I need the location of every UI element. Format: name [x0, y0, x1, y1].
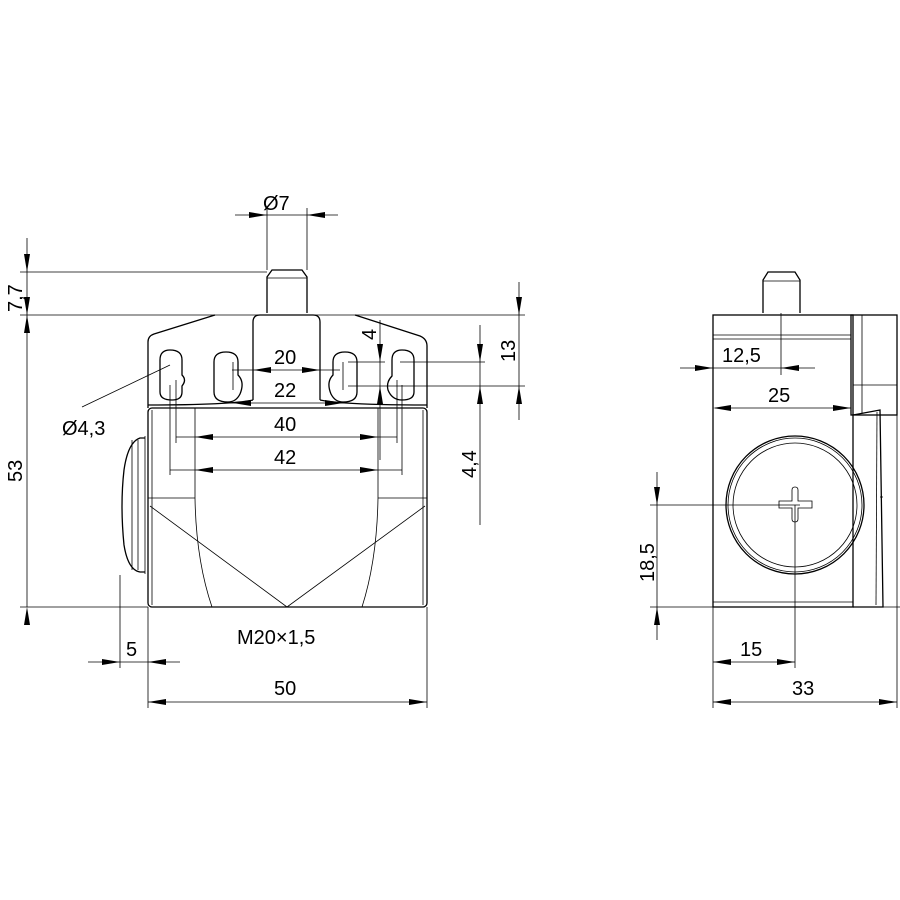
dimension-arrowhead [409, 699, 427, 705]
dimension-arrowhead [654, 607, 660, 625]
housing-body [147, 407, 428, 608]
side-plunger [762, 271, 801, 313]
dimension-arrowhead [195, 434, 213, 440]
dimension-arrowhead [24, 607, 30, 625]
dimension-arrowhead [307, 212, 325, 218]
front-dimension-labels: Ø7 7,7 53 20 22 40 42 4 4,4 13 Ø4,3 5 M2… [5, 193, 520, 700]
dim-slot-40: 40 [274, 414, 296, 436]
dimension-arrowhead [713, 699, 731, 705]
dimension-arrowhead [148, 699, 166, 705]
dimension-arrowhead [24, 297, 30, 315]
dim-slot-22: 22 [274, 380, 296, 402]
dim-plunger-diameter: Ø7 [263, 193, 290, 215]
dimension-arrowhead [360, 434, 378, 440]
plunger [266, 269, 308, 316]
thread-label: M20×1,5 [237, 627, 315, 649]
dimension-arrowhead [102, 659, 120, 665]
dimension-arrowhead [377, 386, 383, 404]
dimension-arrowhead [654, 487, 660, 505]
dimension-arrowhead [713, 405, 731, 411]
dimension-arrowhead [777, 659, 795, 665]
dimension-arrowhead [148, 659, 166, 665]
dimension-arrowhead [233, 400, 251, 406]
dimension-arrowhead [516, 297, 522, 315]
side-dimension-lines [650, 313, 900, 708]
dim-height-13: 13 [498, 340, 520, 362]
dimension-arrowhead [195, 467, 213, 473]
dimension-arrowhead [781, 365, 799, 371]
front-view: Ø7 7,7 53 20 22 40 42 4 4,4 13 Ø4,3 5 M2… [5, 193, 525, 708]
dimension-arrowhead [477, 344, 483, 362]
dimension-arrowhead [302, 367, 320, 373]
dim-body-height: 53 [5, 460, 27, 482]
dimension-arrowhead [695, 365, 713, 371]
dimension-arrows [24, 212, 897, 705]
dim-offset-4-4: 4,4 [459, 450, 481, 478]
dimension-arrowhead [249, 212, 267, 218]
dim-hole-diameter: Ø4,3 [62, 418, 105, 440]
dim-slot-42: 42 [274, 447, 296, 469]
dim-slot-20: 20 [274, 347, 296, 369]
dimension-arrowhead [713, 659, 731, 665]
dimension-arrowhead [360, 467, 378, 473]
dim-plunger-height: 7,7 [5, 284, 27, 312]
dimension-arrowhead [516, 386, 522, 404]
side-dimension-labels: 12,5 25 18,5 15 33 [637, 345, 814, 700]
dimension-arrowhead [833, 405, 851, 411]
dim-button-5: 5 [126, 639, 137, 661]
dimension-arrowhead [879, 699, 897, 705]
dim-screw-height: 18,5 [637, 543, 659, 582]
dimension-arrowhead [325, 400, 343, 406]
dimension-arrowhead [24, 254, 30, 272]
dim-body-depth: 33 [792, 678, 814, 700]
side-button [121, 436, 146, 574]
side-view: 12,5 25 18,5 15 33 [637, 271, 900, 708]
dimension-arrowhead [377, 344, 383, 362]
dim-cover-width: 25 [768, 385, 790, 407]
dimension-arrowhead [253, 367, 271, 373]
dim-body-width: 50 [274, 678, 296, 700]
dimension-arrowhead [24, 315, 30, 333]
dimension-arrowhead [477, 386, 483, 404]
dim-screw-offset: 15 [740, 639, 762, 661]
dim-plunger-offset: 12,5 [722, 345, 761, 367]
dim-offset-4: 4 [359, 329, 381, 340]
